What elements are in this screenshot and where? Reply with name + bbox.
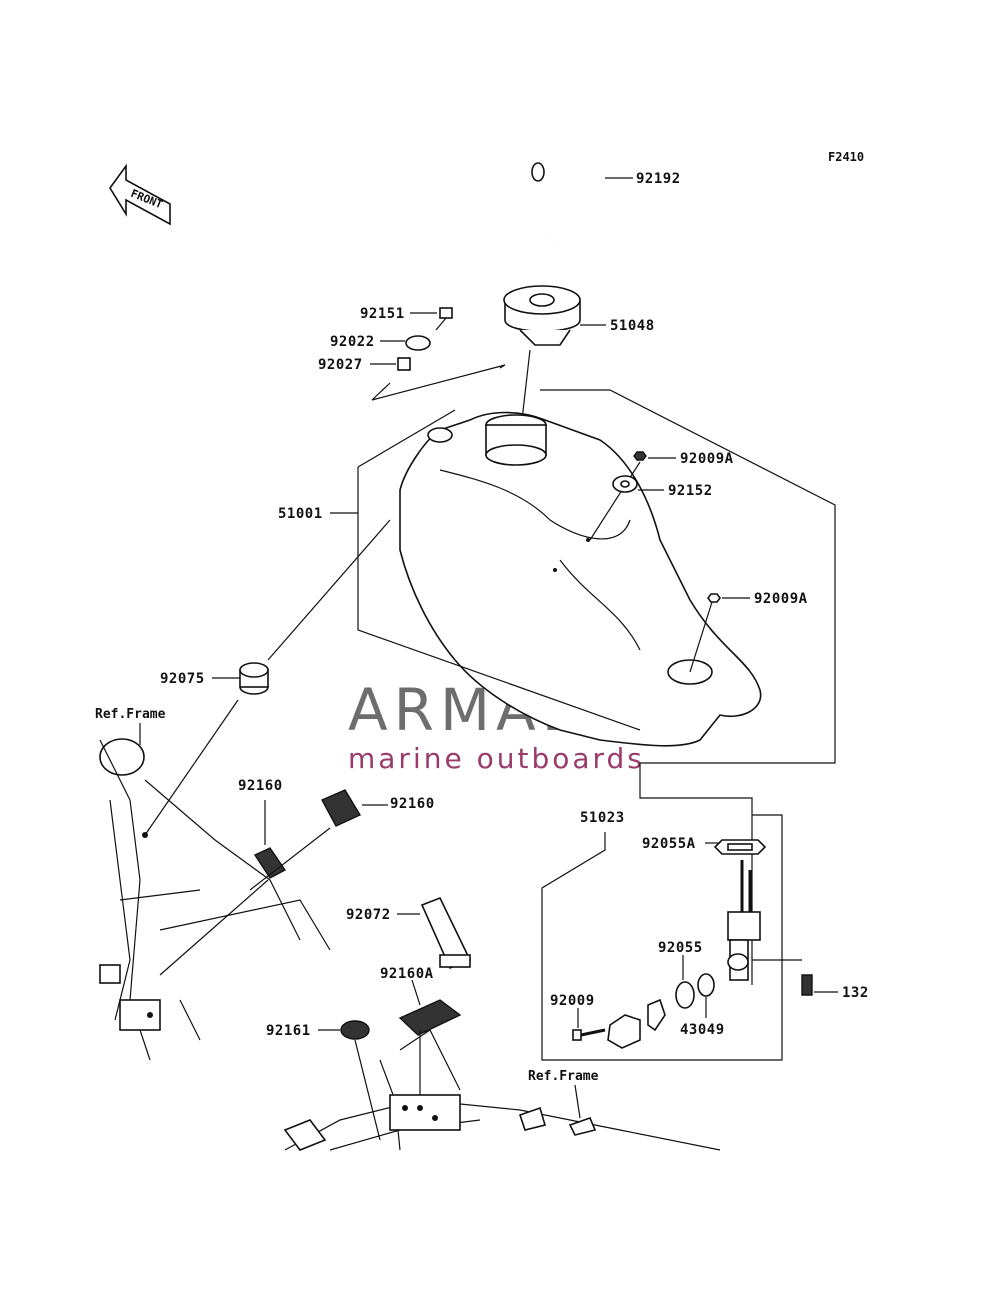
cap-92161 [340, 1020, 370, 1040]
part-label-92022: 92022 [330, 334, 375, 350]
part-label-92009A-top: 92009A [680, 451, 734, 467]
part-label-92075: 92075 [160, 671, 205, 687]
part-label-92009A-mid: 92009A [754, 591, 808, 607]
part-label-92027: 92027 [318, 357, 363, 373]
part-label-92055A: 92055A [642, 836, 696, 852]
part-label-92055: 92055 [658, 940, 703, 956]
part-label-43049: 43049 [680, 1022, 725, 1038]
grommet-92075 [239, 662, 269, 695]
part-label-92160A: 92160A [380, 966, 434, 982]
strap-92072 [420, 896, 472, 970]
part-label-92161: 92161 [266, 1023, 311, 1039]
filter-43049 [697, 973, 715, 997]
bolt-92009A-mid [707, 593, 721, 603]
ref-frame-left-label: Ref.Frame [95, 707, 166, 722]
watermark-subtitle: marine outboards [348, 742, 645, 775]
ref-frame-bottom-label: Ref.Frame [528, 1069, 599, 1084]
fuel-cap [503, 285, 581, 346]
washer-92022 [405, 335, 431, 351]
bolt-132 [801, 974, 813, 996]
bolt-92009A-top [633, 451, 647, 461]
collar-92027 [397, 357, 411, 371]
part-label-92151: 92151 [360, 306, 405, 322]
o-ring-92055 [675, 981, 695, 1009]
part-label-92152: 92152 [668, 483, 713, 499]
pad-92160-left [253, 847, 287, 879]
part-label-92160-right: 92160 [390, 796, 435, 812]
bolt-92151 [435, 307, 453, 331]
part-label-132: 132 [842, 985, 869, 1001]
part-label-92160-left: 92160 [238, 778, 283, 794]
figure-code: F2410 [828, 150, 864, 164]
pad-92160A [398, 999, 462, 1036]
part-label-51048: 51048 [610, 318, 655, 334]
frame-bottom [283, 1029, 721, 1151]
front-arrow-icon: FRONT [109, 163, 171, 226]
fuel-cock-valve [727, 860, 761, 981]
frame-left [99, 738, 331, 1061]
part-label-51001: 51001 [278, 506, 323, 522]
part-label-51023: 51023 [580, 810, 625, 826]
part-label-92192: 92192 [636, 171, 681, 187]
gasket-92055A [713, 839, 767, 855]
part-label-92072: 92072 [346, 907, 391, 923]
fuel-cock-lever [607, 998, 666, 1049]
pad-92160-right [321, 789, 362, 827]
breather-hose [531, 162, 605, 242]
bolt-92009 [572, 1028, 606, 1041]
part-label-92009: 92009 [550, 993, 595, 1009]
